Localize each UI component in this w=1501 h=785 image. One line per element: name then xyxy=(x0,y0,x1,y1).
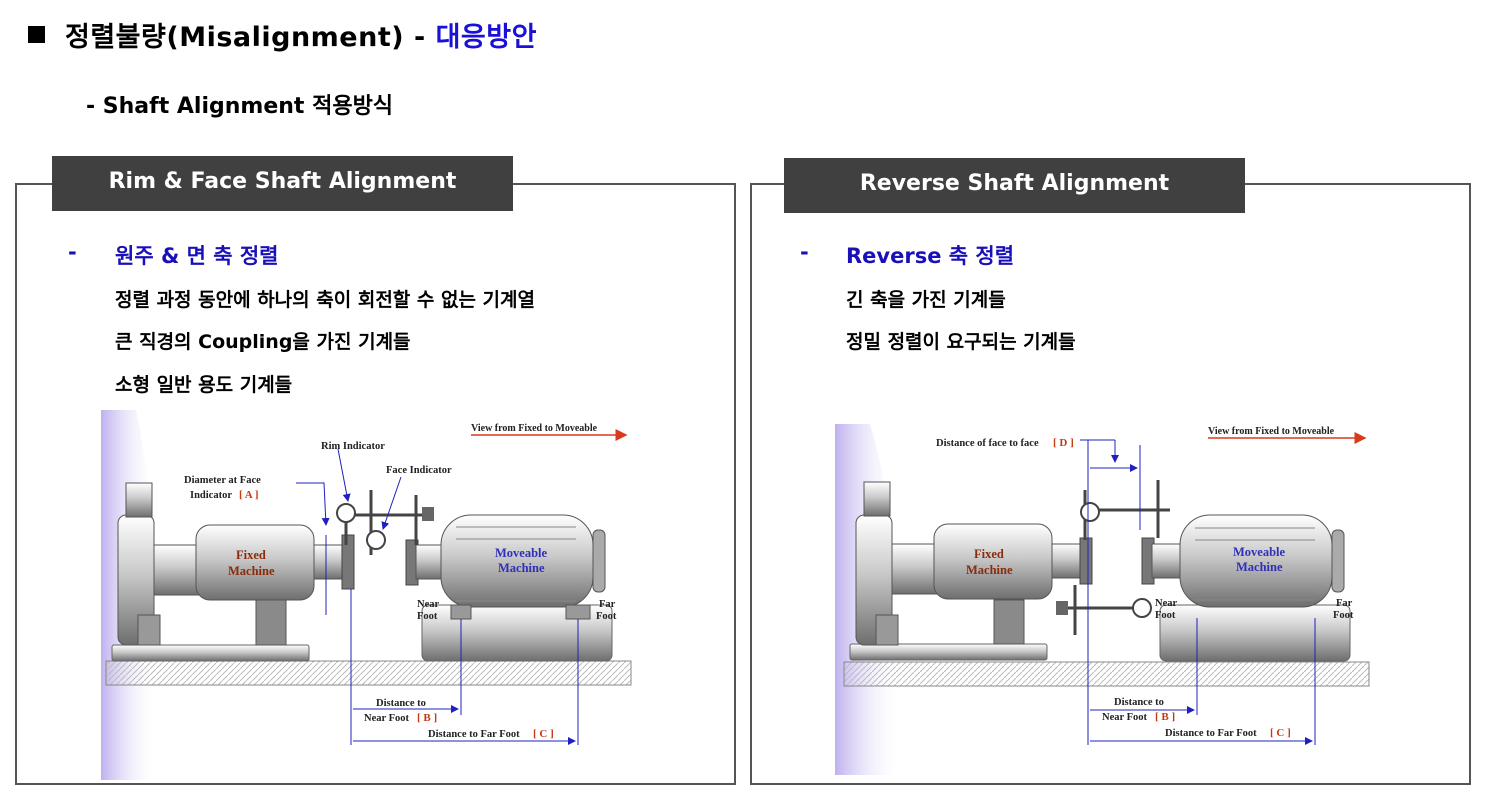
dist-near-label-1: Distance to xyxy=(1114,697,1164,708)
near-foot-label-2: Foot xyxy=(1155,610,1176,621)
far-foot-label-2: Foot xyxy=(1333,610,1354,621)
title-main: 정렬불량(Misalignment) - xyxy=(65,21,436,53)
moveable-label-1: Moveable xyxy=(1233,545,1286,559)
fixed-label-1: Fixed xyxy=(236,548,266,562)
motor-base xyxy=(1159,604,1351,662)
ground-base xyxy=(843,661,1370,687)
right-dash: - xyxy=(800,240,809,264)
reverse-alignment-diagram: View from Fixed to Moveable Distance of … xyxy=(835,424,1370,775)
moveable-shaft xyxy=(1151,543,1183,579)
motor-end-cap xyxy=(1331,529,1345,593)
fixed-machine-body xyxy=(195,524,315,601)
dist-far-tag: [ C ] xyxy=(533,728,554,740)
moveable-label-1: Moveable xyxy=(495,546,548,560)
dist-far-label: Distance to Far Foot xyxy=(1165,728,1257,739)
left-panel-tab: Rim & Face Shaft Alignment xyxy=(52,156,513,211)
lower-indicator-dial xyxy=(1132,598,1152,618)
left-heading: 원주 & 면 축 정렬 xyxy=(115,244,279,268)
face-indicator-dial xyxy=(366,530,386,550)
right-panel-tab: Reverse Shaft Alignment xyxy=(784,158,1245,213)
near-foot-label-1: Near xyxy=(417,599,439,610)
right-line-1: 긴 축을 가진 기계들 xyxy=(846,289,1006,311)
pump-outlet xyxy=(863,481,891,517)
near-foot-label-1: Near xyxy=(1155,598,1177,609)
dist-face-label: Distance of face to face xyxy=(936,438,1039,449)
near-foot-label-2: Foot xyxy=(417,611,438,622)
pump-outlet xyxy=(125,482,153,518)
rim-indicator-label: Rim Indicator xyxy=(321,441,385,452)
square-bullet-icon xyxy=(28,25,45,43)
far-foot-label-1: Far xyxy=(1336,598,1353,609)
dist-near-label-2: Near Foot xyxy=(364,713,410,724)
fixed-label-2: Machine xyxy=(966,563,1013,577)
dist-near-tag: [ B ] xyxy=(1155,711,1175,723)
far-foot-block xyxy=(565,604,591,620)
face-indicator-label: Face Indicator xyxy=(386,465,452,476)
dist-near-tag: [ B ] xyxy=(417,712,437,724)
fixed-machine-leg xyxy=(993,599,1025,645)
diameter-tag: [ A ] xyxy=(239,489,259,501)
dist-face-tag: [ D ] xyxy=(1053,437,1074,449)
view-label: View from Fixed to Moveable xyxy=(1208,426,1335,437)
dist-far-label: Distance to Far Foot xyxy=(428,729,520,740)
bracket-clamp xyxy=(422,507,434,521)
left-line-2: 큰 직경의 Coupling을 가진 기계들 xyxy=(115,331,411,353)
motor-end-cap xyxy=(592,529,606,593)
page-title: 정렬불량(Misalignment) - 대응방안 xyxy=(65,15,537,54)
fixed-machine-leg xyxy=(255,599,287,646)
far-foot-label-1: Far xyxy=(599,599,616,610)
diameter-label-2: Indicator xyxy=(190,490,232,501)
far-foot-label-2: Foot xyxy=(596,611,617,622)
left-line-3: 소형 일반 용도 기계들 xyxy=(115,374,293,396)
right-heading: Reverse 축 정렬 xyxy=(846,244,1015,268)
lower-clamp xyxy=(1056,601,1068,615)
title-accent: 대응방안 xyxy=(435,21,537,53)
dist-near-label-2: Near Foot xyxy=(1102,712,1148,723)
dist-far-tag: [ C ] xyxy=(1270,727,1291,739)
left-dash: - xyxy=(68,240,77,264)
fixed-coupling-hub xyxy=(1079,537,1093,585)
pump-base xyxy=(849,643,1048,661)
dist-near-label-1: Distance to xyxy=(376,698,426,709)
pump-support xyxy=(137,614,161,646)
fixed-coupling-hub xyxy=(341,534,355,590)
left-line-1: 정렬 과정 동안에 하나의 축이 회전할 수 없는 기계열 xyxy=(115,289,535,311)
right-line-2: 정밀 정렬이 요구되는 기계들 xyxy=(846,331,1076,353)
fixed-label-1: Fixed xyxy=(974,547,1004,561)
view-label: View from Fixed to Moveable xyxy=(471,423,598,434)
pump-base xyxy=(111,644,310,662)
diameter-label-1: Diameter at Face xyxy=(184,475,261,486)
ground-base xyxy=(105,660,632,686)
rim-indicator-dial xyxy=(336,503,356,523)
upper-indicator-dial xyxy=(1080,502,1100,522)
pump-support xyxy=(875,614,899,646)
subtitle: - Shaft Alignment 적용방식 xyxy=(86,94,394,119)
fixed-label-2: Machine xyxy=(228,564,275,578)
rim-face-alignment-diagram: View from Fixed to Moveable Rim Indicato… xyxy=(101,410,632,780)
near-foot-block xyxy=(450,604,472,620)
moveable-label-2: Machine xyxy=(498,561,545,575)
moveable-label-2: Machine xyxy=(1236,560,1283,574)
page-title-row: 정렬불량(Misalignment) - 대응방안 xyxy=(28,14,537,54)
fixed-machine-body xyxy=(933,523,1053,600)
